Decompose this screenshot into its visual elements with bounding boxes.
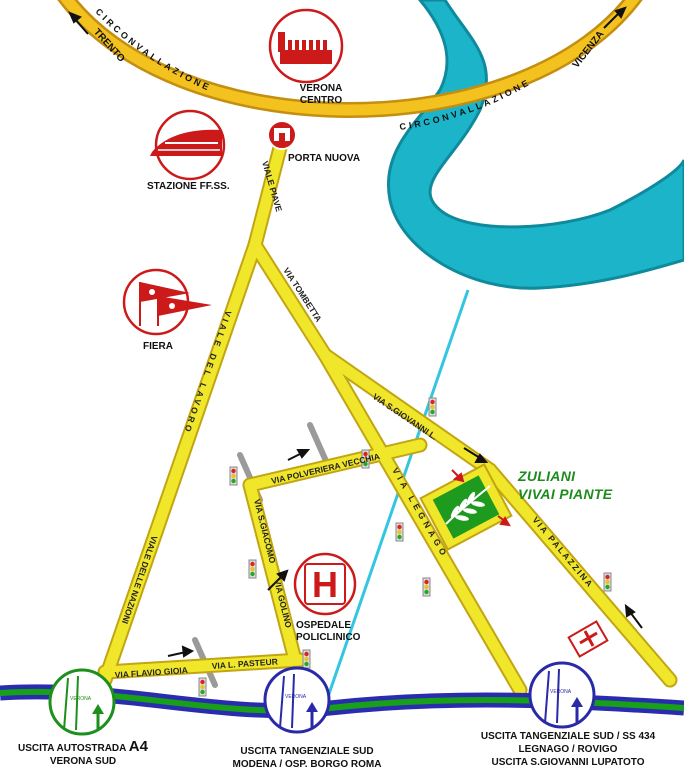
arrow-nw-icon — [68, 11, 89, 35]
exit-label-tangenziale-modena: USCITA TANGENZIALE SUD MODENA / OSP. BOR… — [222, 745, 392, 771]
exit-tangenziale1-line2: MODENA / OSP. BORGO ROMA — [232, 759, 382, 770]
exit-tangenziale1-line1: USCITA TANGENZIALE SUD — [240, 746, 374, 757]
arrow-ne-icon — [603, 6, 627, 29]
landmark-label-ospedale: OSPEDALE POLICLINICO — [296, 620, 361, 643]
road-viale-del-lavoro — [99, 239, 261, 686]
direction-arrow-icon — [167, 447, 643, 658]
landmark-label-stazione: STAZIONE FF.SS. — [147, 181, 230, 192]
exit-tangenziale2-line1: USCITA TANGENZIALE SUD / SS 434 — [480, 731, 656, 742]
exit-tangenziale2-line3: USCITA S.GIOVANNI LUPATOTO — [491, 757, 645, 768]
hospital-icon — [293, 552, 357, 616]
exit-autostrada-line2: VERONA SUD — [49, 756, 117, 767]
road-via-tombetta — [249, 239, 331, 361]
road-via-s-giovanni — [319, 349, 496, 476]
road-via-polveriera — [244, 439, 426, 491]
exit-sign-text: VERONA — [70, 696, 92, 702]
cross-sign-icon — [567, 620, 609, 658]
hospital-letter: H — [312, 564, 338, 605]
street-label-viale-delle-nazioni: VIALE DELLE NAZIONI — [120, 534, 160, 625]
train-icon — [150, 109, 226, 181]
road-via-legnago — [319, 349, 526, 696]
city-icon — [268, 8, 344, 84]
exit-sign-icon — [48, 668, 116, 736]
street-label-viale-del-lavoro: VIALE DEL LAVORO — [182, 309, 234, 435]
exit-label-tangenziale-legnago: USCITA TANGENZIALE SUD / SS 434 LEGNAGO … — [468, 730, 668, 769]
roads — [99, 134, 676, 696]
exit-sign-text: VERONA — [550, 689, 572, 695]
street-label-via-pasteur: VIA L. PASTEUR — [211, 656, 278, 671]
river — [387, 0, 684, 290]
street-label-via-palazzina: VIA PALAZZINA — [530, 515, 595, 590]
exit-tangenziale2-line2: LEGNAGO / ROVIGO — [518, 744, 618, 755]
gate-icon — [267, 120, 297, 150]
leaf-icon — [419, 463, 513, 551]
exit-autostrada-a4: A4 — [128, 738, 148, 755]
business-subtitle: VIVAI PIANTE — [518, 486, 613, 502]
traffic-light-icon — [198, 397, 612, 697]
road-viale-piave — [249, 134, 288, 251]
road-via-palazzina — [484, 464, 676, 686]
road-via-s-giacomo — [244, 479, 301, 666]
exit-autostrada-line1: USCITA AUTOSTRADA — [18, 743, 126, 754]
railway-line — [318, 289, 470, 721]
business-name: ZULIANI — [518, 468, 576, 484]
exit-sign-icon — [528, 661, 596, 729]
fiera-flags-icon — [122, 268, 212, 336]
landmark-label-porta-nuova: PORTA NUOVA — [288, 153, 361, 164]
exit-sign-icon — [263, 666, 331, 734]
exit-label-autostrada: USCITA AUTOSTRADA A4 VERONA SUD — [8, 738, 158, 768]
road-via-flavio-gioia — [99, 654, 306, 678]
landmark-label-verona-centro: VERONA CENTRO — [299, 83, 343, 106]
exit-sign-text: VERONA — [285, 694, 307, 700]
landmark-label-fiera: FIERA — [143, 341, 173, 352]
